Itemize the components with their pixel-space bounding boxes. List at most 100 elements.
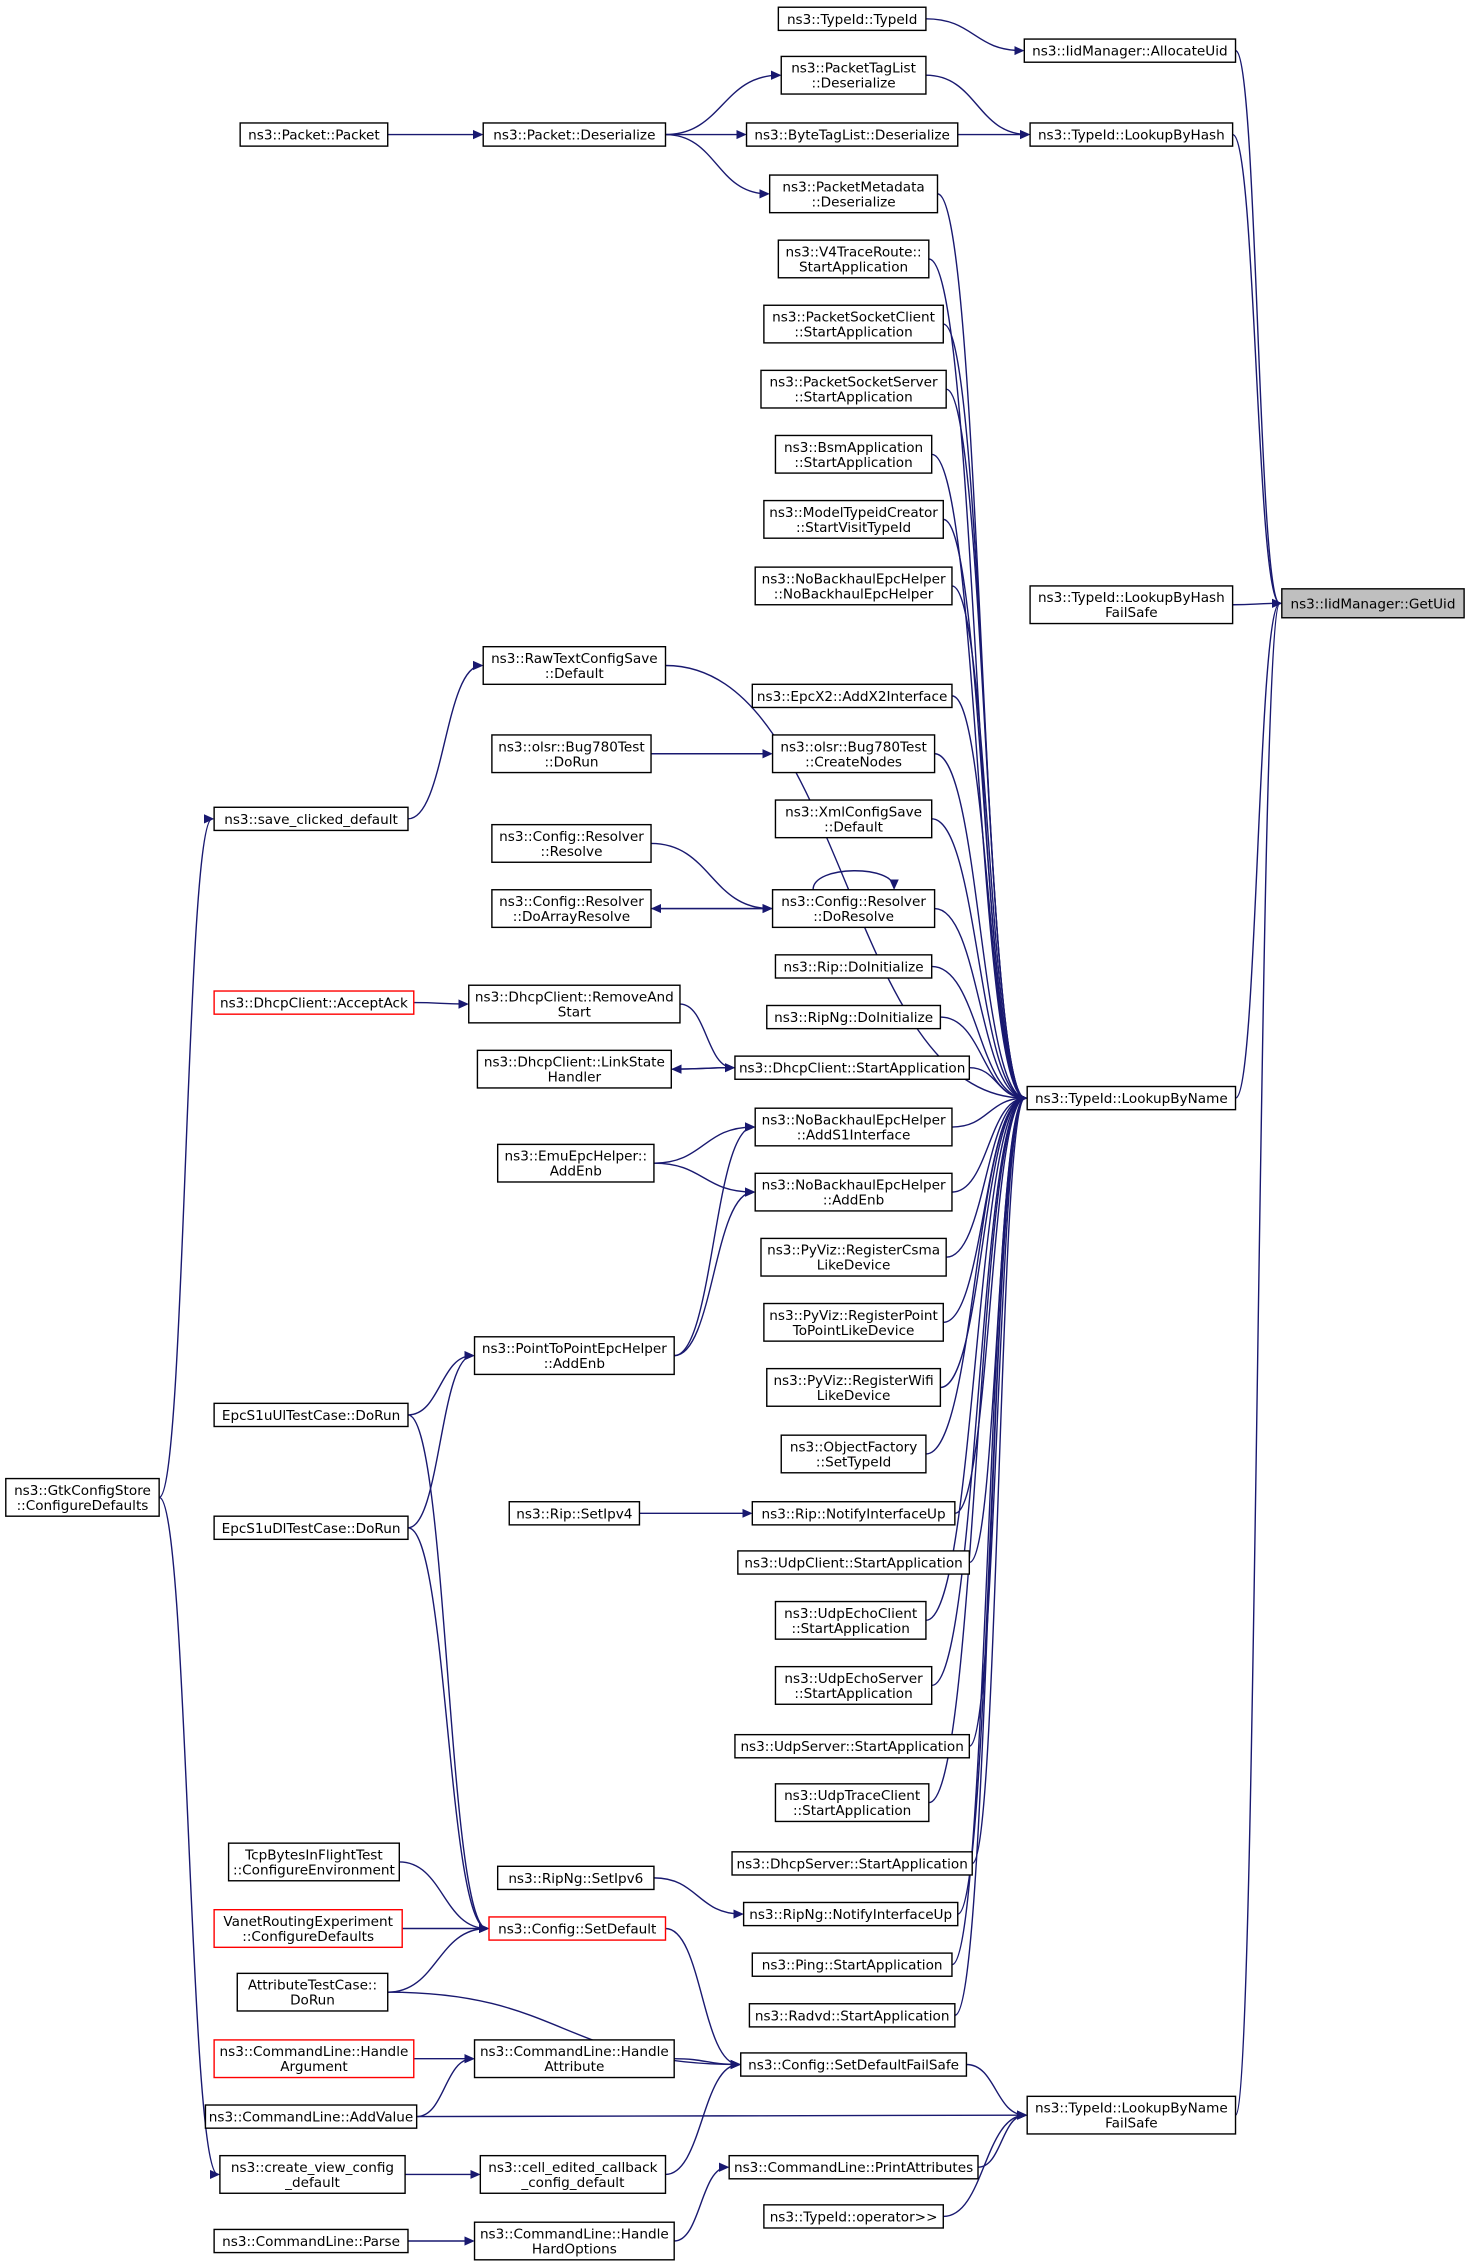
node-ping[interactable]: ns3::Ping::StartApplication [751,1952,953,1977]
edge-udpechoclient-to-lookupname [925,1098,1025,1622]
node-udpserver[interactable]: ns3::UdpServer::StartApplication [734,1733,971,1759]
node-gtk-config[interactable]: ns3::GtkConfigStore::ConfigureDefaults [5,1477,160,1517]
node-ripng-init[interactable]: ns3::RipNg::DoInitialize [766,1004,942,1030]
node-resolver-doresolve[interactable]: ns3::Config::Resolver::DoResolve [771,889,936,929]
node-udpechoserver[interactable]: ns3::UdpEchoServer::StartApplication [774,1665,933,1705]
node-label: ns3::DhcpServer::StartApplication [736,1856,967,1872]
node-label: ::ConfigureDefaults [242,1929,374,1945]
node-psclient[interactable]: ns3::PacketSocketClient::StartApplicatio… [763,304,944,344]
edge-ping-to-lookupname [951,1098,1025,1966]
node-radvd[interactable]: ns3::Radvd::StartApplication [748,2003,956,2028]
node-udpclient[interactable]: ns3::UdpClient::StartApplication [737,1550,971,1575]
node-dhcpserver[interactable]: ns3::DhcpServer::StartApplication [731,1851,973,1876]
node-pkt-packet[interactable]: ns3::Packet::Packet [239,122,389,147]
node-rawtext[interactable]: ns3::RawTextConfigSave::Default [482,645,667,686]
node-bsm[interactable]: ns3::BsmApplication::StartApplication [774,434,933,474]
edge-attrtest-to-config-setdefault [387,1929,487,1993]
node-epcx2[interactable]: ns3::EpcX2::AddX2Interface [751,683,953,709]
node-lookupname[interactable]: ns3::TypeId::LookupByName [1026,1085,1237,1111]
node-label: ns3::Rip::NotifyInterfaceUp [762,1506,946,1522]
node-resolver-resolve[interactable]: ns3::Config::Resolver::Resolve [491,823,652,863]
node-modeltypeid[interactable]: ns3::ModelTypeidCreator::StartVisitTypeI… [763,499,944,539]
node-pyviz-p2p[interactable]: ns3::PyViz::RegisterPointToPointLikeDevi… [763,1302,944,1342]
node-label: ns3::XmlConfigSave [785,804,922,820]
node-label: ns3::RipNg::SetIpv6 [508,1871,643,1887]
node-olsr-dorun[interactable]: ns3::olsr::Bug780Test::DoRun [491,734,652,774]
node-rip-notify[interactable]: ns3::Rip::NotifyInterfaceUp [751,1501,956,1526]
node-pkt-taglist[interactable]: ns3::PacketTagList::Deserialize [780,55,927,95]
node-vanet[interactable]: VanetRoutingExperiment::ConfigureDefault… [213,1909,403,1949]
node-pkt-meta[interactable]: ns3::PacketMetadata::Deserialize [768,174,939,214]
node-label: ns3::olsr::Bug780Test [780,739,926,755]
node-dhcp-acceptack[interactable]: ns3::DhcpClient::AcceptAck [213,990,415,1015]
edge-rawtext-to-lookupname [665,664,1026,1099]
node-objfactory[interactable]: ns3::ObjectFactory::SetTypeId [780,1434,927,1474]
edge-nb-adds1-to-lookupname [951,1098,1025,1128]
node-emu-addenb[interactable]: ns3::EmuEpcHelper::AddEnb [496,1143,655,1183]
node-allocuid[interactable]: ns3::IidManager::AllocateUid [1023,38,1237,63]
edge-attrtest-to-config-setdefaultfs [387,1991,739,2064]
node-box [760,1237,947,1277]
node-nb-addenb[interactable]: ns3::NoBackhaulEpcHelper::AddEnb [754,1172,953,1212]
edge-allocuid-to-getuid [1234,49,1280,604]
node-typeid-op[interactable]: ns3::TypeId::operator>> [763,2204,944,2229]
node-typeid-ctor[interactable]: ns3::TypeId::TypeId [777,6,927,32]
node-label: ns3::DhcpClient::RemoveAnd [475,990,674,1006]
node-box [728,2154,979,2180]
edge-olsr-create-to-lookupname [934,753,1026,1098]
node-label: ns3::DhcpClient::StartApplication [739,1061,965,1077]
node-v4trace[interactable]: ns3::V4TraceRoute::StartApplication [777,239,930,279]
node-ripng-setipv6[interactable]: ns3::RipNg::SetIpv6 [496,1865,655,1891]
node-label: ns3::RawTextConfigSave [491,651,658,667]
edge-epc-dl-to-config-setdefault [407,1527,487,1929]
edge-ripng-setipv6-to-ripng-notify [653,1877,742,1914]
node-udpechoclient[interactable]: ns3::UdpEchoClient::StartApplication [774,1600,927,1640]
node-lookuphash[interactable]: ns3::TypeId::LookupByHash [1029,122,1234,147]
edge-nb-addenb-to-lookupname [951,1098,1025,1193]
node-attrtest[interactable]: AttributeTestCase::DoRun [236,1972,389,2012]
node-olsr-create[interactable]: ns3::olsr::Bug780Test::CreateNodes [771,734,936,774]
edge-udpechoserver-to-lookupname [931,1098,1025,1687]
node-cl-printattr[interactable]: ns3::CommandLine::PrintAttributes [728,2154,979,2180]
node-epc-dl[interactable]: EpcS1uDlTestCase::DoRun [213,1515,409,1541]
node-create-view[interactable]: ns3::create_view_config_default [219,2154,406,2194]
edge-epcx2-to-lookupname [951,695,1025,1098]
node-p2p-addenb[interactable]: ns3::PointToPointEpcHelper::AddEnb [473,1336,675,1376]
edge-resolver-resolve-to-resolver-doresolve [651,842,771,908]
node-pkt-deser[interactable]: ns3::Packet::Deserialize [482,122,667,147]
node-tcpbytes[interactable]: TcpBytesInFlightTest::ConfigureEnvironme… [227,1842,401,1882]
node-label: ::StartApplication [792,1621,910,1637]
node-ripng-notify[interactable]: ns3::RipNg::NotifyInterfaceUp [742,1901,959,1927]
node-getuid[interactable]: ns3::IidManager::GetUid [1281,588,1465,619]
node-rip-init[interactable]: ns3::Rip::DoInitialize [774,954,933,979]
node-xmlconfig[interactable]: ns3::XmlConfigSave::Default [774,799,933,839]
node-cl-addvalue[interactable]: ns3::CommandLine::AddValue [204,2104,418,2129]
node-dhcp-start[interactable]: ns3::DhcpClient::StartApplication [734,1055,971,1080]
node-save-clicked[interactable]: ns3::save_clicked_default [213,806,409,832]
node-cl-parse[interactable]: ns3::CommandLine::Parse [213,2228,409,2254]
node-rip-setipv4[interactable]: ns3::Rip::SetIpv4 [508,1501,641,1526]
node-nobackhaul[interactable]: ns3::NoBackhaulEpcHelper::NoBackhaulEpcH… [754,566,953,606]
node-bytetag[interactable]: ns3::ByteTagList::Deserialize [745,122,959,147]
node-box [5,1477,160,1517]
node-config-setdefaultfs[interactable]: ns3::Config::SetDefaultFailSafe [740,2052,968,2077]
edge-layer [158,18,1280,2241]
node-epc-ul[interactable]: EpcS1uUlTestCase::DoRun [213,1402,409,1428]
node-config-setdefault[interactable]: ns3::Config::SetDefault [488,1916,667,1941]
node-psserver[interactable]: ns3::PacketSocketServer::StartApplicatio… [760,369,947,409]
node-resolver-array[interactable]: ns3::Config::Resolver::DoArrayResolve [491,889,652,929]
node-label: ns3::UdpEchoServer [784,1671,923,1687]
node-cell-edited[interactable]: ns3::cell_edited_callback_config_default [479,2154,667,2194]
edge-lookupnamefs-to-getuid [1234,603,1280,2116]
node-udptrace[interactable]: ns3::UdpTraceClient::StartApplication [774,1783,930,1823]
node-nb-adds1[interactable]: ns3::NoBackhaulEpcHelper::AddS1Interface [754,1107,953,1147]
